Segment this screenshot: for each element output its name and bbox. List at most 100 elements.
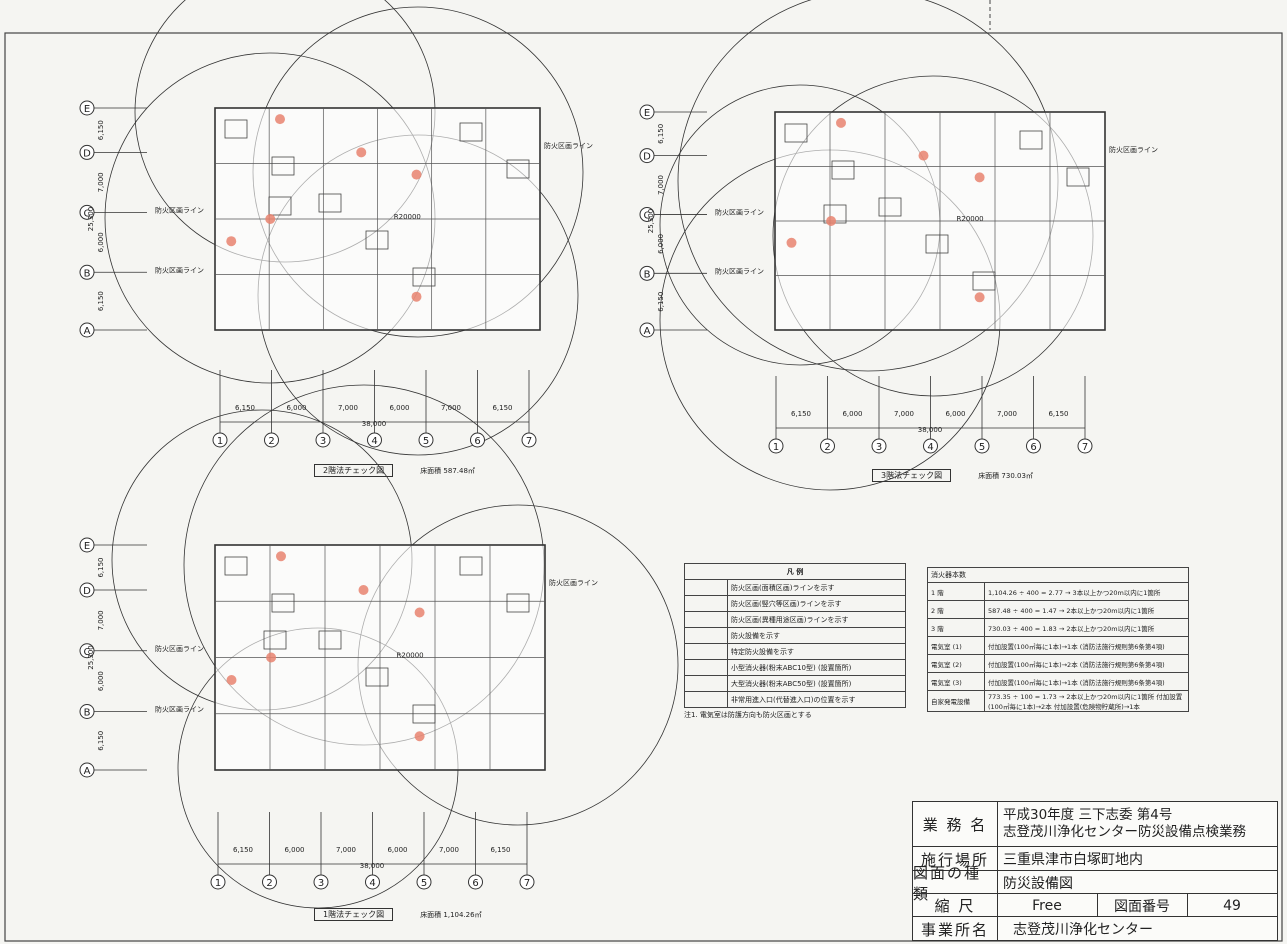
- span-dimension: 6,150: [490, 846, 510, 854]
- legend-symbol: [684, 611, 728, 628]
- summary-calc: 付加設置(100㎡毎に1本)→1本 (消防法施行規則第6条第4項): [984, 672, 1189, 691]
- fire-line-label: 防火区画ライン: [155, 265, 204, 274]
- col-axis-label: 3: [318, 878, 324, 889]
- col-axis-label: 5: [423, 436, 429, 447]
- summary-row: 電気室 (2)付加設置(100㎡毎に1本)→2本 (消防法施行規則第6条第4項): [927, 654, 1189, 673]
- row-axis-label: B: [644, 269, 651, 280]
- legend-text: 防火設備を示す: [727, 627, 906, 644]
- legend-text: 非常用進入口(代替進入口)の位置を示す: [727, 691, 906, 708]
- legend-symbol: [684, 643, 728, 660]
- room-fixture: [878, 197, 902, 217]
- extinguisher-marker: [974, 172, 985, 183]
- room-fixture: [318, 193, 342, 213]
- legend-symbol: [684, 691, 728, 708]
- site-value: 三重県津市白塚町地内: [1003, 852, 1143, 868]
- scale-label: 縮 尺: [913, 894, 998, 917]
- col-axis-label: 2: [266, 878, 272, 889]
- summary-calc: 付加設置(100㎡毎に1本)→1本 (消防法施行規則第6条第4項): [984, 636, 1189, 655]
- row-axis-label: B: [84, 708, 91, 719]
- col-axis-label: 5: [421, 878, 427, 889]
- number-value: 49: [1223, 897, 1241, 914]
- legend-symbol: [684, 579, 728, 596]
- legend-row: 防火区画(面積区画)ラインを示す: [684, 579, 906, 596]
- fire-line-label: 防火区画ライン: [155, 705, 204, 714]
- radius-label: R20000: [397, 652, 424, 660]
- fire-line-label: 防火区画ライン: [715, 266, 764, 275]
- vtotal-dimension: 25,300: [87, 645, 95, 670]
- legend-title: 凡 例: [684, 563, 906, 580]
- span-dimension: 6,150: [492, 404, 512, 412]
- row-axis-label: A: [84, 326, 91, 337]
- summary-floor: 電気室 (3): [927, 672, 985, 691]
- row-axis-label: A: [644, 326, 651, 337]
- vspan-dimension: 6,000: [657, 234, 665, 254]
- vspan-dimension: 6,000: [97, 232, 105, 252]
- extinguisher-marker: [414, 607, 425, 618]
- title-block: 業 務 名 平成30年度 三下志委 第4号 志登茂川浄化センター防災設備点検業務…: [912, 801, 1278, 941]
- summary-calc: 730.03 ÷ 400 = 1.83 → 2本以上かつ20m以内に1箇所: [984, 618, 1189, 637]
- span-dimension: 6,000: [286, 404, 306, 412]
- legend-row: 非常用進入口(代替進入口)の位置を示す: [684, 691, 906, 708]
- vspan-dimension: 6,000: [97, 671, 105, 691]
- vspan-dimension: 7,000: [657, 175, 665, 195]
- office-value: 志登茂川浄化センター: [1013, 922, 1153, 938]
- extinguisher-marker: [356, 147, 367, 158]
- number-label: 図面番号: [1097, 894, 1188, 917]
- legend-row: 特定防火設備を示す: [684, 643, 906, 660]
- room-fixture: [365, 667, 389, 687]
- scale-value: Free: [997, 894, 1098, 917]
- summary-floor: 電気室 (2): [927, 654, 985, 673]
- extinguisher-marker: [826, 216, 837, 226]
- summary-row: 電気室 (3)付加設置(100㎡毎に1本)→1本 (消防法施行規則第6条第4項): [927, 672, 1189, 691]
- site-label: 施行場所: [913, 847, 998, 871]
- vspan-dimension: 6,150: [97, 291, 105, 311]
- fire-line-label: 防火区画ライン: [155, 644, 204, 653]
- span-dimension: 6,150: [791, 410, 811, 418]
- extinguisher-marker: [275, 114, 285, 125]
- legend-text: 防火区画(面積区画)ラインを示す: [727, 579, 906, 596]
- vspan-dimension: 6,150: [97, 120, 105, 140]
- room-fixture: [365, 230, 389, 250]
- vtotal-dimension: 25,300: [647, 209, 655, 234]
- col-axis-label: 6: [1030, 442, 1036, 453]
- legend-symbol: [684, 675, 728, 692]
- summary-calc: 773.35 ÷ 100 = 1.73 → 2本以上かつ20m以内に1箇所 付加…: [984, 690, 1189, 712]
- fire-line-label: 防火区画ライン: [1109, 145, 1158, 154]
- col-axis-label: 7: [1082, 442, 1088, 453]
- vspan-dimension: 6,150: [97, 557, 105, 577]
- summary-row: 電気室 (1)付加設置(100㎡毎に1本)→1本 (消防法施行規則第6条第4項): [927, 636, 1189, 655]
- extinguisher-marker: [411, 291, 422, 302]
- row-axis-label: E: [84, 104, 90, 115]
- span-dimension: 7,000: [997, 410, 1017, 418]
- vspan-dimension: 6,150: [657, 124, 665, 144]
- col-axis-label: 1: [217, 436, 223, 447]
- room-fixture: [263, 630, 287, 650]
- vspan-dimension: 6,150: [657, 292, 665, 312]
- extinguisher-marker: [411, 169, 422, 180]
- radius-label: R20000: [394, 213, 421, 221]
- room-fixture: [224, 119, 248, 139]
- plan-title-3f: 3階法チェック図 床面積 730.03㎡: [872, 463, 1033, 482]
- room-fixture: [925, 234, 949, 254]
- legend-row: 大型消火器(粉末ABC50型) (設置箇所): [684, 675, 906, 692]
- col-axis-label: 5: [979, 442, 985, 453]
- summary-calc: 587.48 ÷ 400 = 1.47 → 2本以上かつ20m以内に1箇所: [984, 600, 1189, 619]
- span-dimension: 6,000: [389, 404, 409, 412]
- col-axis-label: 3: [320, 436, 326, 447]
- row-axis-label: B: [84, 268, 91, 279]
- span-dimension: 7,000: [441, 404, 461, 412]
- legend-note: 注1. 電気室は防護方向も防火区画とする: [684, 711, 812, 719]
- row-axis-label: D: [83, 148, 91, 159]
- fire-line-label: 防火区画ライン: [715, 207, 764, 216]
- extinguisher-marker: [836, 117, 846, 128]
- extinguisher-marker: [266, 652, 277, 663]
- room-fixture: [224, 556, 248, 576]
- extinguisher-marker: [358, 585, 369, 595]
- span-dimension: 7,000: [336, 846, 356, 854]
- room-fixture: [412, 267, 436, 287]
- legend-text: 大型消火器(粉末ABC50型) (設置箇所): [727, 675, 906, 692]
- office-label: 事業所名: [913, 917, 998, 941]
